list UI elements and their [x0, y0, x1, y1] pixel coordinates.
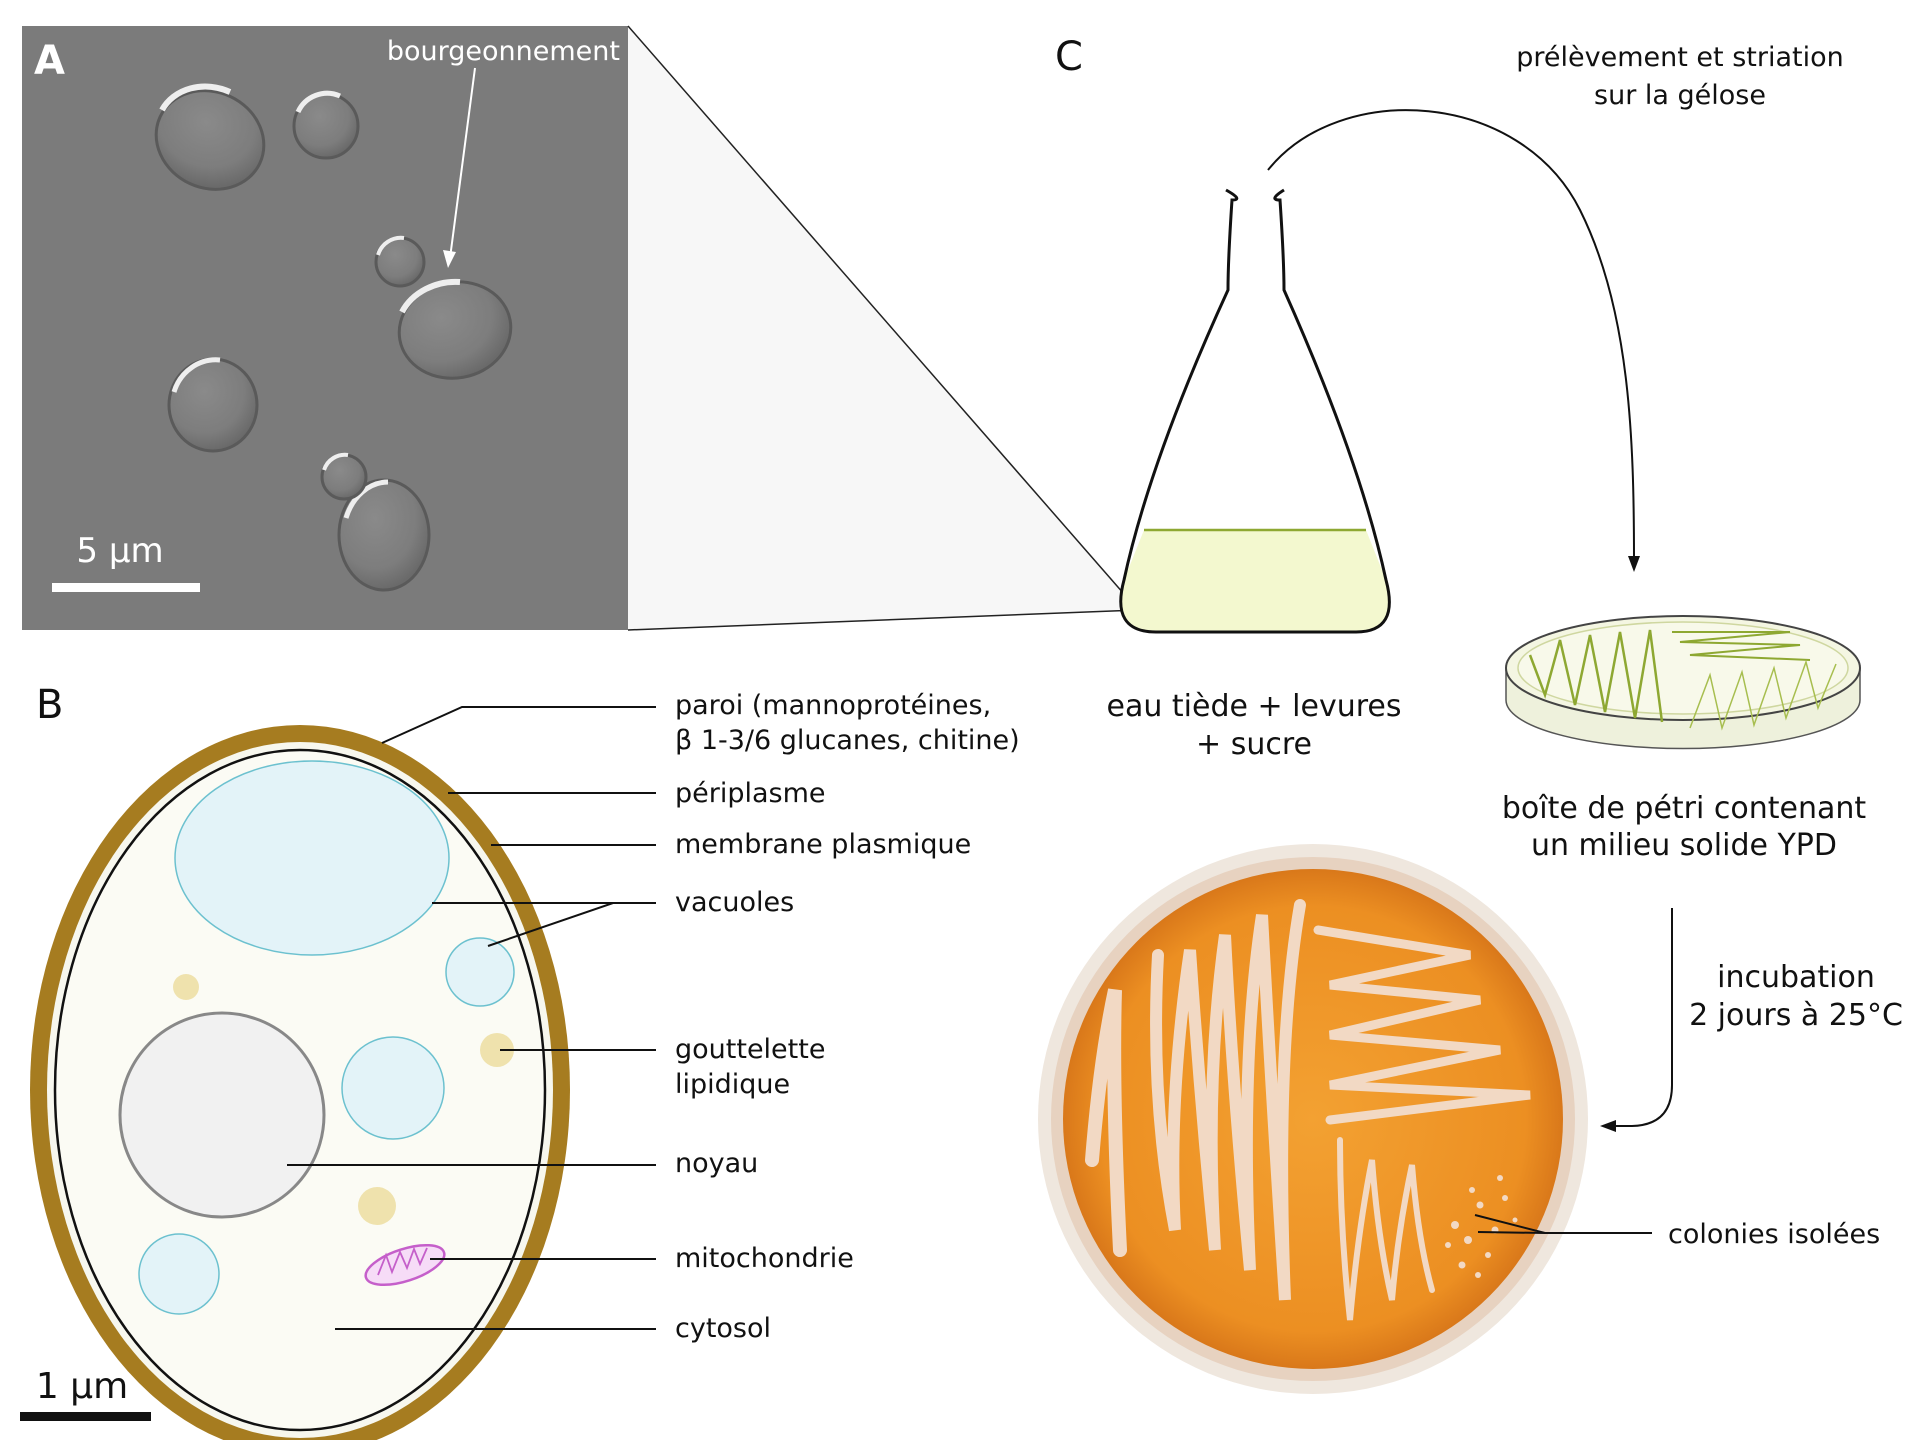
- panel-c-workflow: C eau tiède + levures + sucre prélèvemen…: [1038, 34, 1903, 1394]
- vacuole-medium: [341, 1036, 445, 1140]
- micrograph-scale-label: 5 µm: [76, 531, 163, 571]
- budding-label: bourgeonnement: [387, 36, 620, 67]
- lipid-droplet: [358, 1187, 396, 1225]
- label-lipid-line2: lipidique: [675, 1069, 790, 1100]
- incubation-label-line1: incubation: [1717, 960, 1875, 995]
- petri-dish-photo: [1038, 844, 1588, 1394]
- label-mitochondria: mitochondrie: [675, 1243, 854, 1274]
- label-lipid-line1: gouttelette: [675, 1034, 825, 1065]
- colonies-leader: [1474, 1214, 1652, 1234]
- colonies-label: colonies isolées: [1668, 1219, 1880, 1250]
- petri-label-line2: un milieu solide YPD: [1531, 828, 1837, 863]
- label-periplasm: périplasme: [675, 778, 826, 809]
- cell-scale-bar: [20, 1412, 151, 1421]
- panel-c-letter: C: [1055, 34, 1083, 80]
- label-wall-line1: paroi (mannoprotéines,: [675, 690, 991, 721]
- colony-streaks: [1085, 899, 1531, 1321]
- lipid-droplet: [480, 1033, 514, 1067]
- petri-label-line1: boîte de pétri contenant: [1502, 791, 1866, 826]
- streaking-arrow-head: [1628, 556, 1640, 572]
- panel-a-letter: A: [34, 38, 65, 84]
- isolated-colonies: [1445, 1175, 1518, 1278]
- budding-arrow: [449, 67, 476, 259]
- vacuole-lower: [138, 1233, 220, 1315]
- vacuole-large: [174, 760, 450, 956]
- mitochondrion: [364, 1243, 446, 1287]
- label-nucleus: noyau: [675, 1148, 758, 1179]
- streak-horizontal: [1672, 631, 1811, 661]
- petri-dish-illustration: [1505, 615, 1861, 750]
- streak-zigzag-fine: [1689, 659, 1837, 731]
- label-cytosol: cytosol: [675, 1313, 771, 1344]
- incubation-label-line2: 2 jours à 25°C: [1689, 998, 1903, 1033]
- panel-b-letter: B: [36, 682, 63, 728]
- yeast-cell: [167, 357, 259, 453]
- yeast-cell-budding: [374, 235, 513, 380]
- label-vacuoles: vacuoles: [675, 887, 794, 918]
- erlenmeyer-flask: [1119, 188, 1391, 634]
- incubation-arrow-head: [1600, 1120, 1616, 1132]
- streak-zigzag: [1528, 629, 1664, 723]
- panel-b-cell-schematic: B paroi (mannoprotéines, β 1: [20, 682, 1020, 1440]
- incubation-arrow: [1614, 908, 1673, 1127]
- micrograph-scale-bar: [52, 583, 200, 592]
- zoom-callout: [627, 25, 1139, 631]
- yeast-cell: [154, 83, 266, 191]
- nucleus: [118, 1011, 326, 1219]
- label-membrane: membrane plasmique: [675, 829, 971, 860]
- streak-label-line2: sur la gélose: [1594, 80, 1766, 111]
- cell-scale-label: 1 µm: [36, 1366, 128, 1407]
- panel-a-micrograph: A bourgeonnement 5 µm: [22, 26, 628, 630]
- yeast-cell-budding: [320, 452, 431, 592]
- yeast-cell: [292, 90, 360, 160]
- label-wall-line2: β 1-3/6 glucanes, chitine): [675, 725, 1020, 756]
- vacuole-small: [445, 937, 515, 1007]
- budding-arrow-head: [443, 250, 456, 268]
- streak-label-line1: prélèvement et striation: [1516, 42, 1843, 73]
- flask-label-line2: + sucre: [1196, 727, 1312, 762]
- streaking-arrow: [1267, 109, 1635, 561]
- flask-label-line1: eau tiède + levures: [1107, 689, 1402, 724]
- lipid-droplet: [173, 974, 199, 1000]
- leader-lines: [287, 706, 656, 1330]
